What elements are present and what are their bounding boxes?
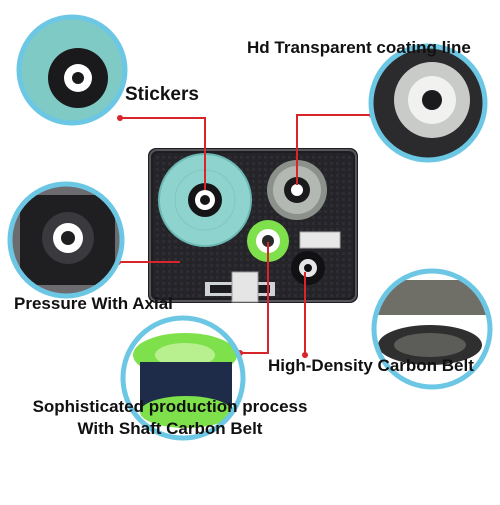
cartridge [148, 148, 358, 303]
production-process-label: Sophisticated production process With Sh… [12, 396, 328, 440]
callout-production-process [120, 315, 246, 441]
production-process-line-2: With Shaft Carbon Belt [77, 419, 263, 438]
carbon-belt-label: High-Density Carbon Belt [268, 356, 474, 375]
green-spool [247, 220, 289, 262]
callout-hd-coating [368, 43, 488, 163]
carbon-spool [291, 251, 325, 285]
pointer-lines [118, 114, 372, 355]
stickers-label: Stickers [125, 84, 199, 105]
callout-pressure [7, 181, 125, 299]
coating-roll [267, 160, 327, 220]
production-process-line-1: Sophisticated production process [32, 397, 308, 416]
callout-stickers [16, 14, 128, 126]
hd-coating-label: Hd Transparent coating line [247, 38, 471, 57]
pressure-label: Pressure With Axial [14, 294, 173, 313]
callout-carbon-belt [371, 268, 493, 390]
